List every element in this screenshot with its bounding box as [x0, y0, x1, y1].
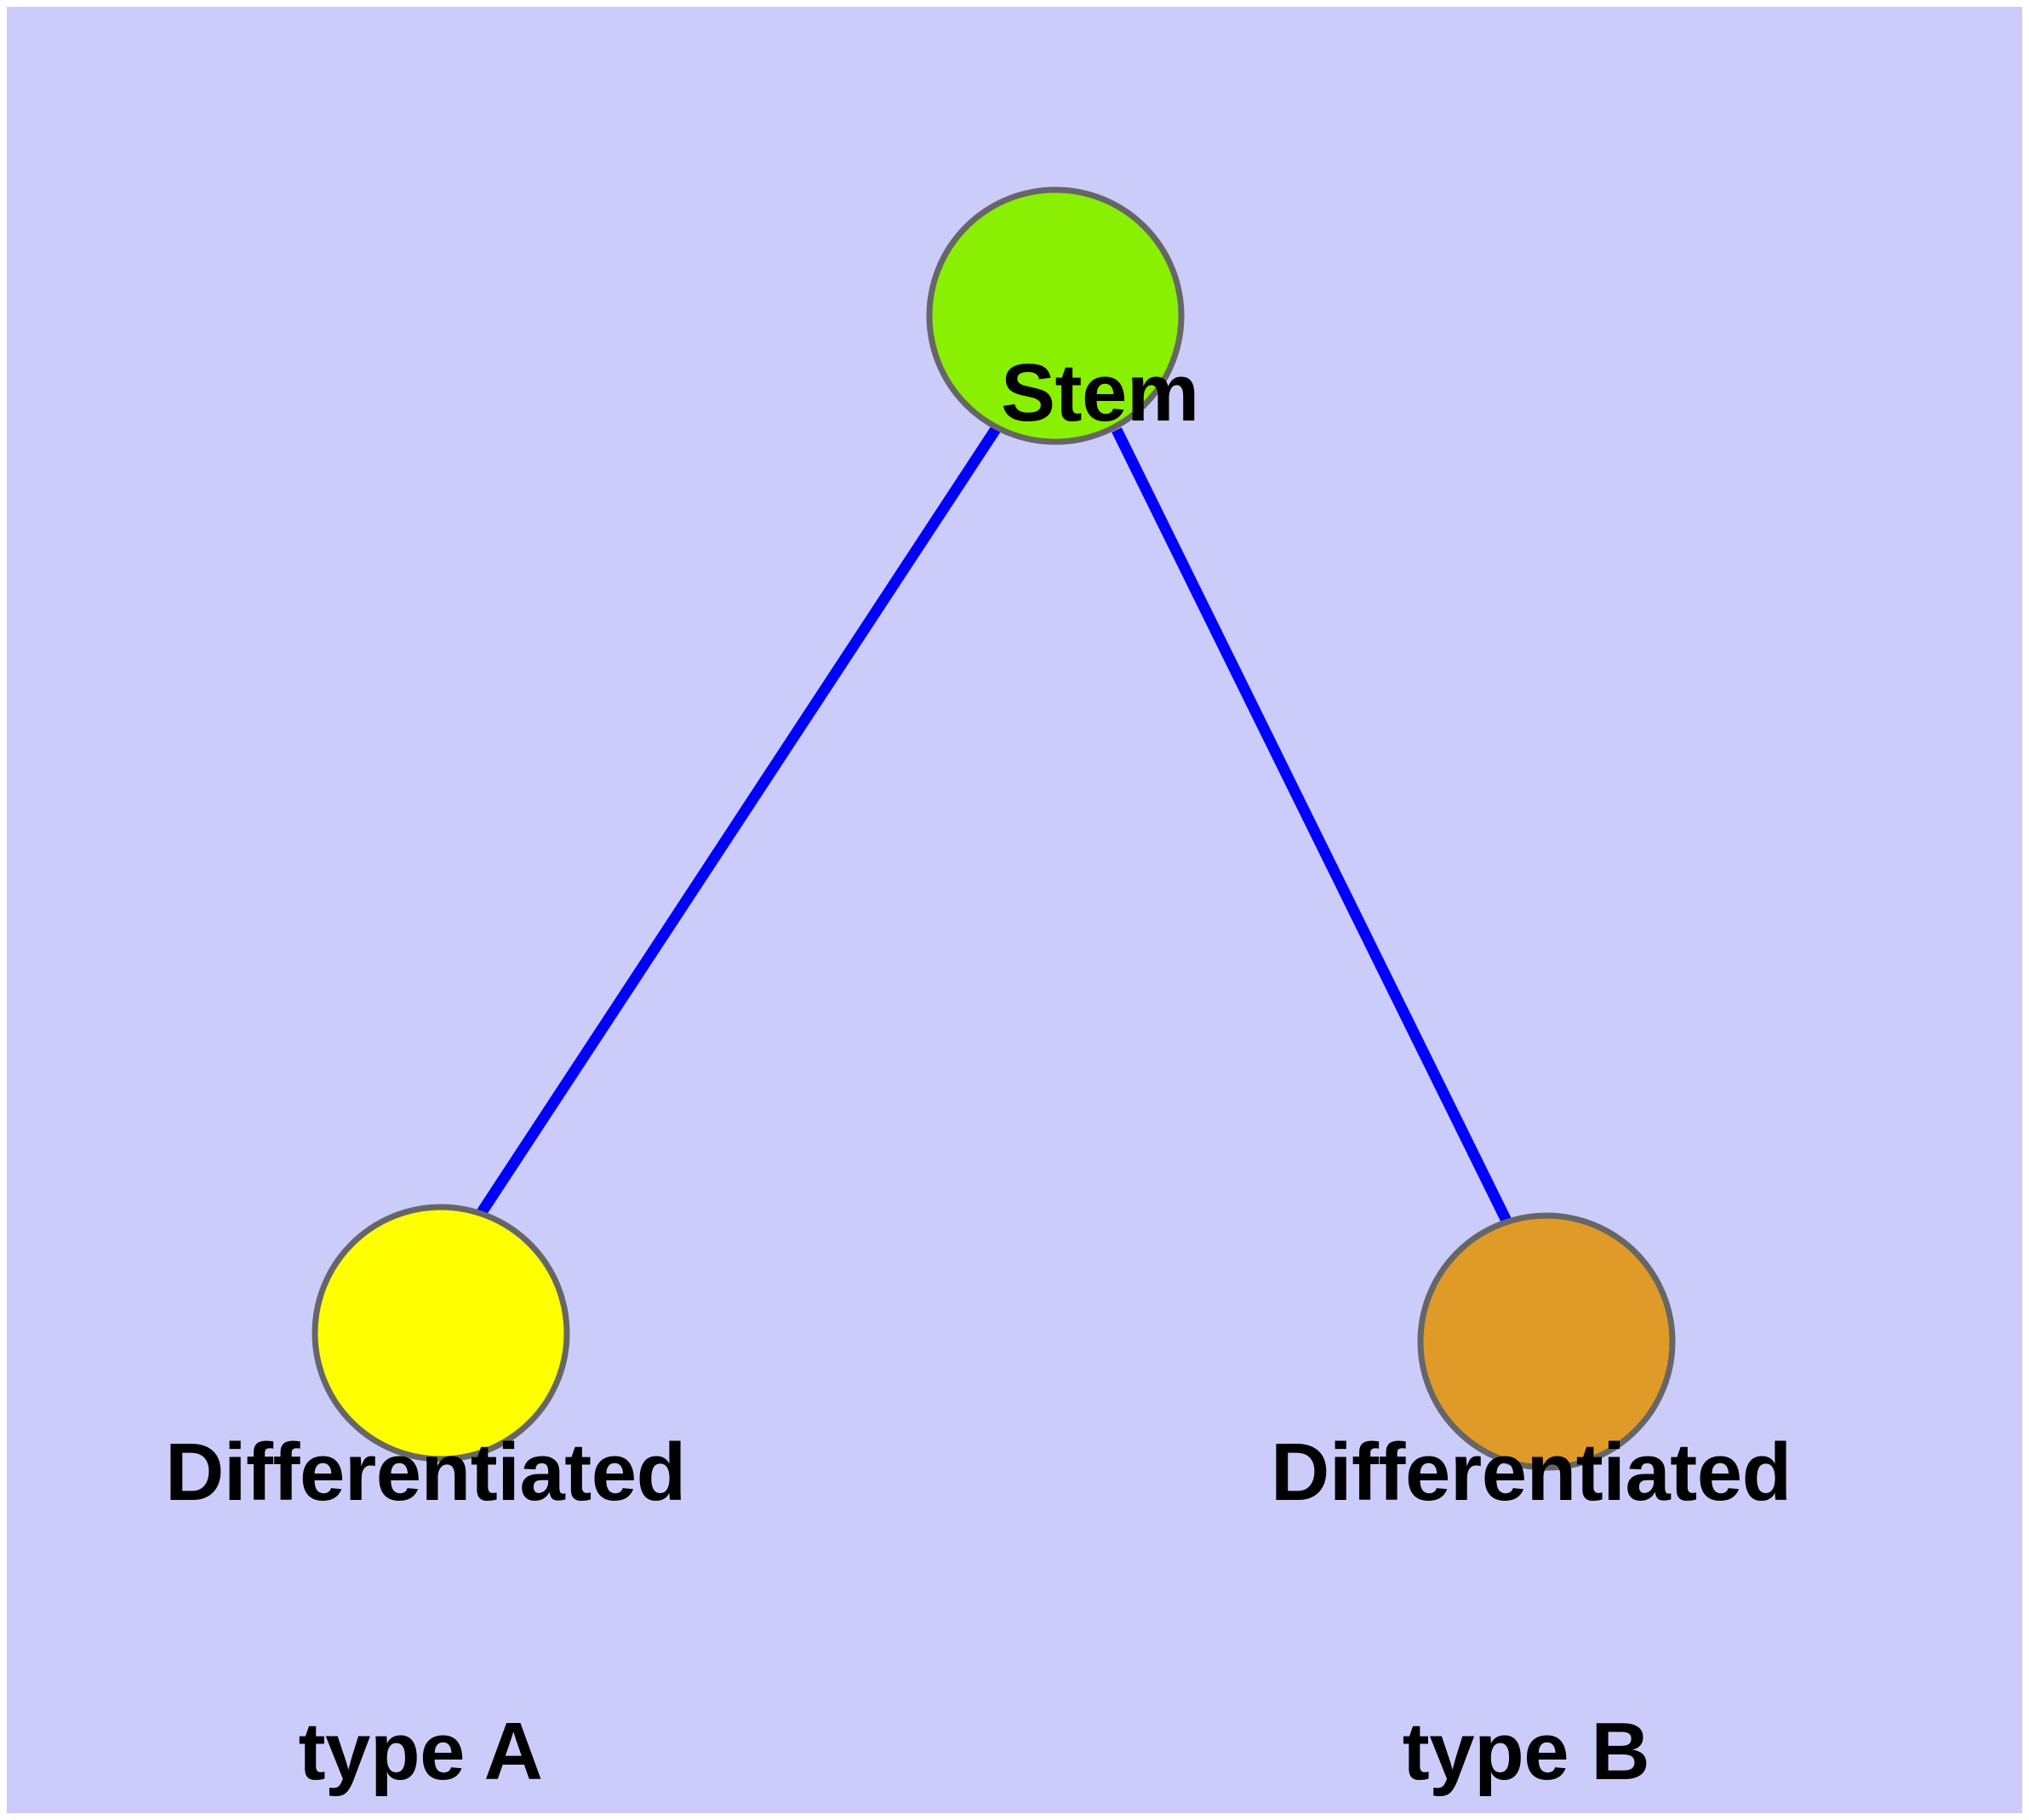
edge-stem-to-diff-a	[477, 426, 1001, 1216]
node-stem[interactable]	[926, 186, 1185, 445]
node-differentiated-type-a[interactable]	[311, 1204, 570, 1462]
edge-stem-to-diff-b	[1112, 427, 1512, 1223]
node-layer	[311, 186, 1676, 1471]
node-differentiated-type-b[interactable]	[1417, 1212, 1676, 1471]
edge-layer	[477, 426, 1512, 1223]
